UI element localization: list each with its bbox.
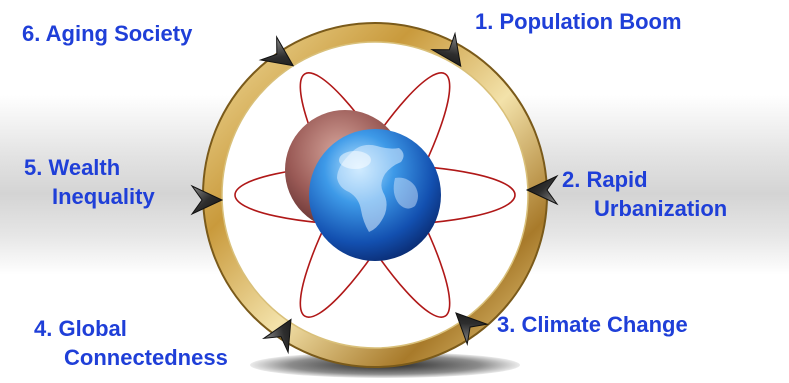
label-text: 1. Population Boom <box>475 9 682 34</box>
label-text: Inequality <box>52 184 155 209</box>
chevron-arrow-icon <box>262 318 292 355</box>
chevron-arrow-icon <box>430 31 462 68</box>
label-text: 2. Rapid <box>562 167 648 192</box>
label-text: Connectedness <box>64 345 228 370</box>
chevron-arrow-icon <box>455 312 490 347</box>
label-text: Urbanization <box>594 196 728 221</box>
chevron-arrow-icon <box>525 174 559 206</box>
globe-icon <box>285 110 441 261</box>
chevron-arrow-icon <box>258 35 295 67</box>
label-text: 5. Wealth <box>24 155 121 180</box>
label-aging-society: 6. Aging Society <box>22 19 192 48</box>
label-text: 4. Global <box>34 316 127 341</box>
chevron-arrow-icon <box>190 184 224 216</box>
label-rapid-urbanization: 2. Rapid Urbanization <box>562 165 727 223</box>
label-global-connectedness: 4. Global Connectedness <box>34 314 228 372</box>
arrows <box>190 31 559 355</box>
label-wealth-inequality: 5. Wealth Inequality <box>24 153 155 211</box>
label-climate-change: 3. Climate Change <box>497 310 688 339</box>
label-population-boom: 1. Population Boom <box>475 7 682 36</box>
label-text: 3. Climate Change <box>497 312 688 337</box>
label-text: 6. Aging Society <box>22 21 193 46</box>
